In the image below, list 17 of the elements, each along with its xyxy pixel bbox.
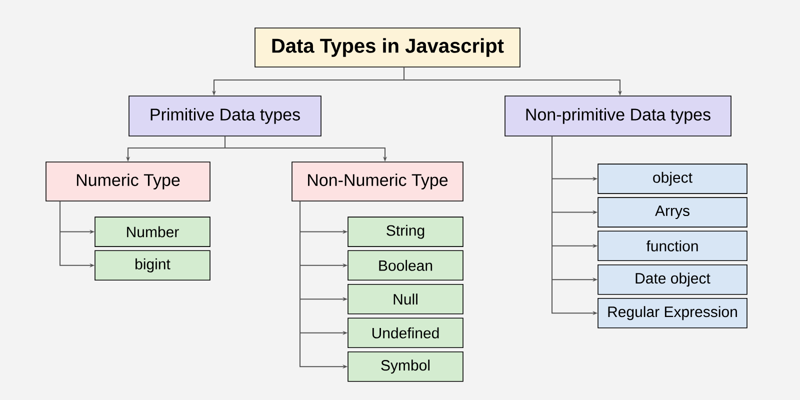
subcategory-box: Numeric Type: [46, 162, 210, 202]
type-box: Symbol: [348, 351, 464, 382]
type-box: Arrys: [598, 197, 748, 228]
category-box: Primitive Data types: [128, 96, 322, 136]
type-box: String: [348, 216, 464, 247]
type-box: bigint: [94, 250, 210, 281]
type-box: Number: [94, 216, 210, 247]
type-box: object: [598, 164, 748, 194]
type-box: Undefined: [348, 318, 464, 348]
type-box: Date object: [598, 264, 748, 295]
subcategory-box: Non-Numeric Type: [292, 162, 464, 202]
type-box: Null: [348, 284, 464, 314]
type-box: function: [598, 230, 748, 262]
category-box: Non-primitive Data types: [504, 96, 732, 136]
type-box: Boolean: [348, 250, 464, 281]
root-box: Data Types in Javascript: [254, 28, 520, 68]
type-box: Regular Expression: [598, 298, 748, 328]
